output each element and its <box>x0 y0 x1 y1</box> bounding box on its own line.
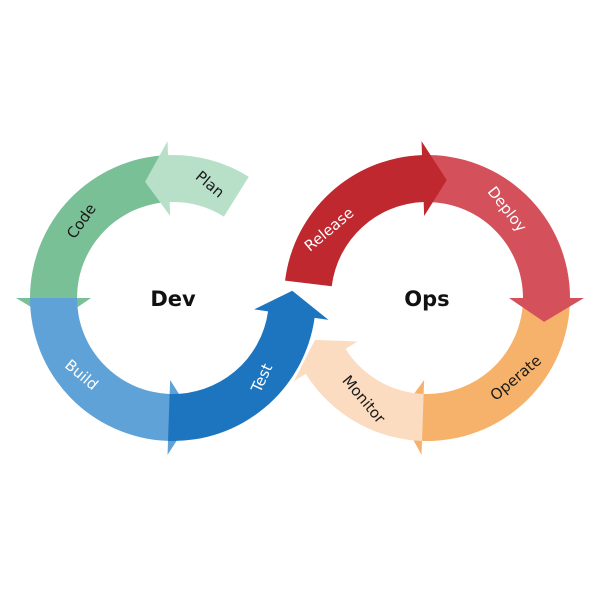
segment-deploy: Deploy <box>422 155 584 322</box>
segment-build: Build <box>30 298 193 455</box>
segment-monitor: Monitor <box>293 339 424 441</box>
segment-release: Release <box>285 141 447 287</box>
plan-arrow <box>145 141 249 217</box>
code-arrow <box>16 155 170 322</box>
operate-arrow <box>399 298 570 455</box>
segment-code: Code <box>16 155 170 322</box>
build-arrow <box>30 298 193 455</box>
segment-test: Test <box>168 290 329 441</box>
dev-center-label: Dev <box>150 287 196 311</box>
segment-plan: Plan <box>145 141 249 217</box>
ops-center-label: Ops <box>404 287 449 311</box>
deploy-arrow <box>422 155 584 322</box>
monitor-arrow <box>293 339 424 441</box>
release-arrow <box>285 141 447 287</box>
test-arrow <box>168 290 329 441</box>
